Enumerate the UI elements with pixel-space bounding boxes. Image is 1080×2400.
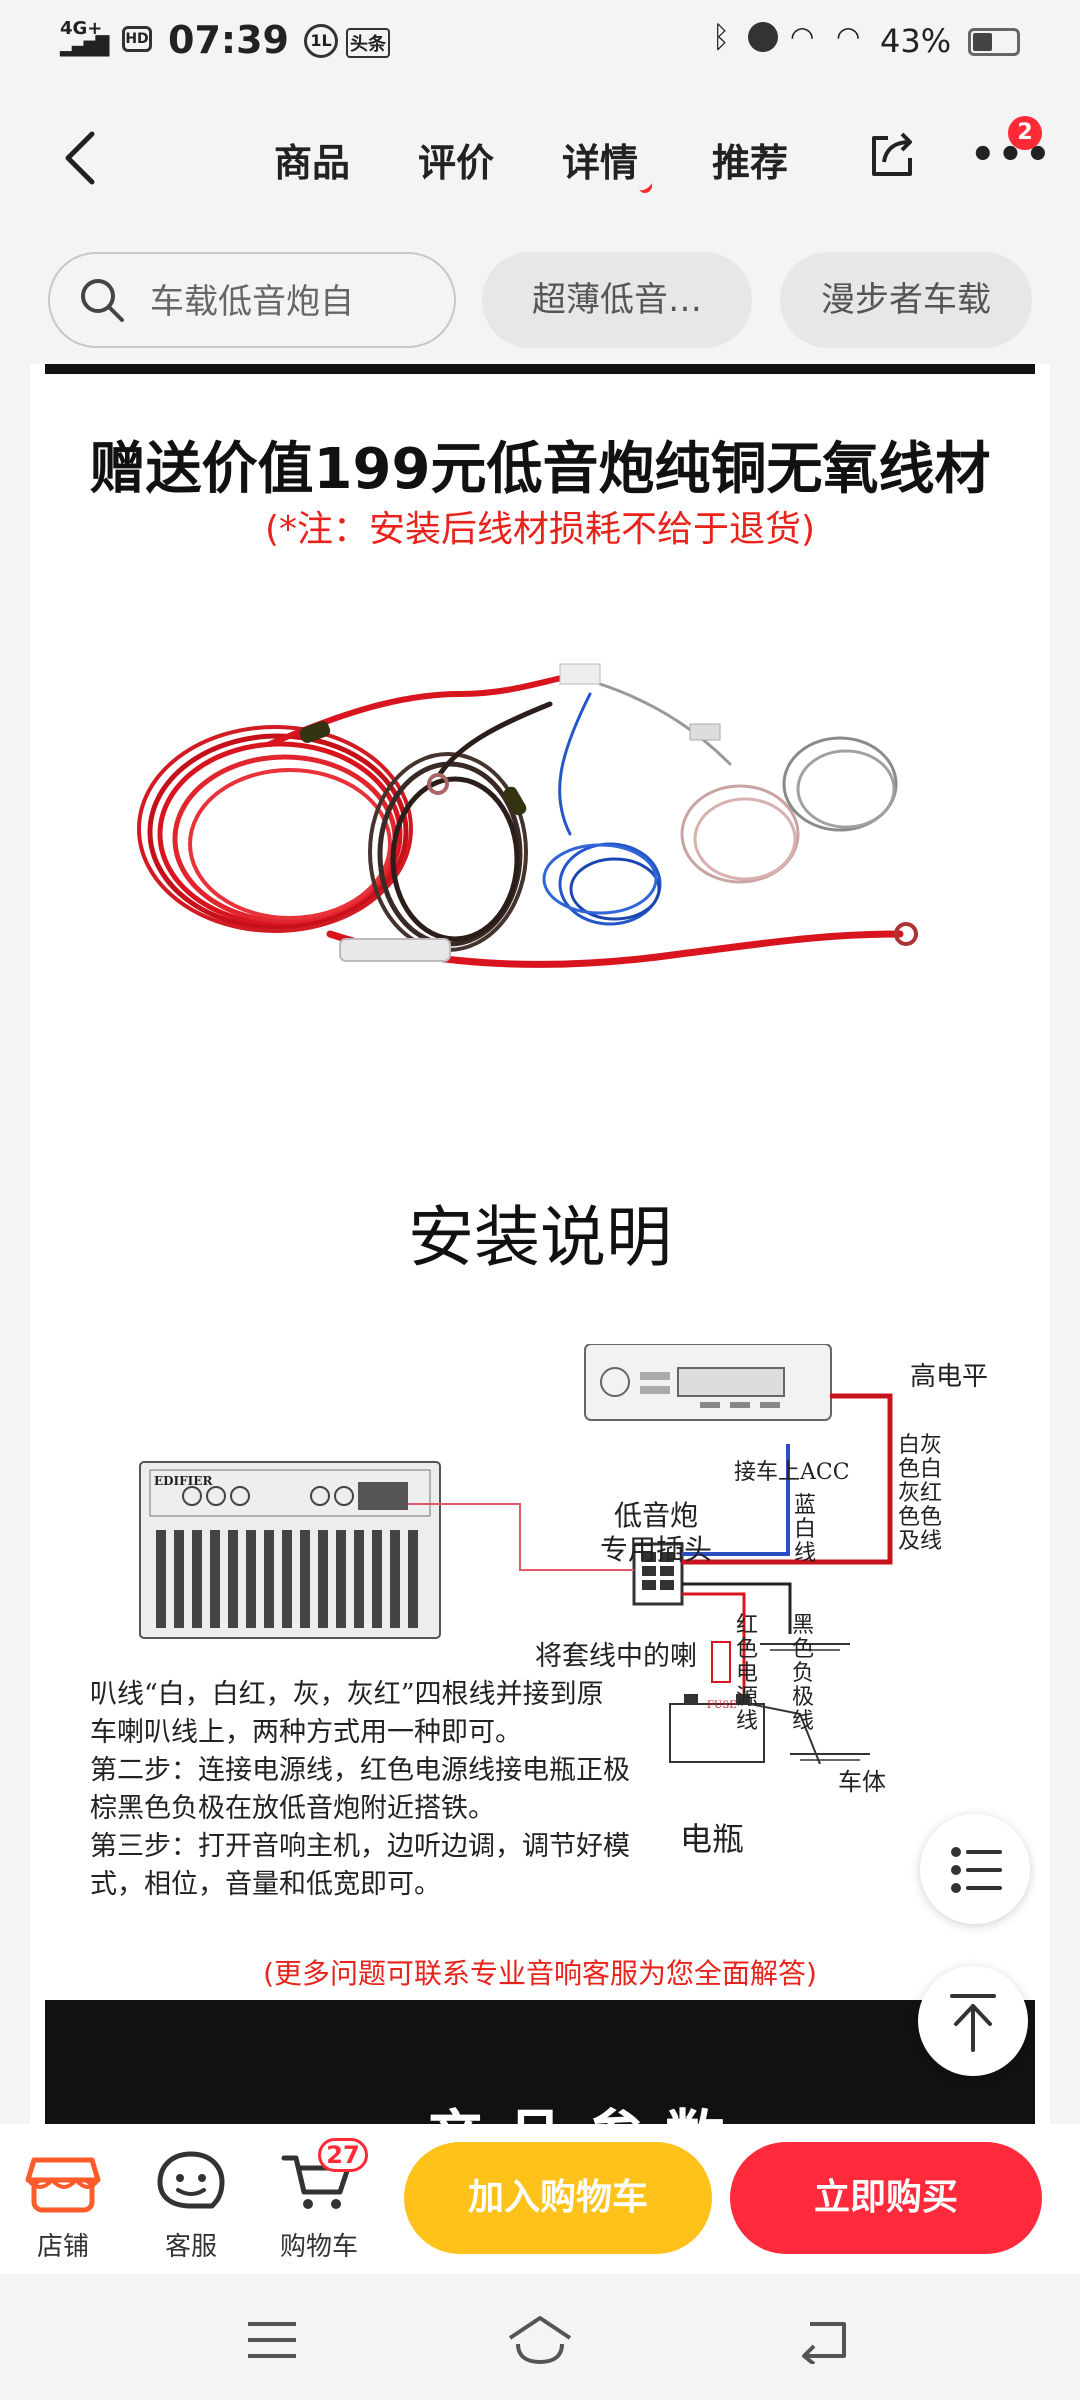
top-nav: 商品 评价 详情 推荐 ••• 2 [0,84,1080,234]
gift-note: (*注：安装后线材损耗不给于退货) [264,509,816,550]
add-to-cart-button[interactable]: 加入购物车 [404,2142,712,2254]
more-questions-note: (更多问题可联系专业音响客服为您全面解答) [263,1957,817,1990]
share-icon[interactable] [866,128,918,180]
label-acc: 接车上ACC [734,1460,850,1485]
service-label: 客服 [164,2232,217,2262]
label-battery: 电瓶 [680,1820,745,1858]
next-section-banner: 产品参数 [45,2000,1035,2124]
label-high-level: 高电平 [910,1362,989,1392]
toutiao-icon: 头条 [346,28,390,58]
section-divider [45,364,1035,374]
chat-smile-icon [157,2151,225,2209]
wifi-icon: ◠ [790,20,815,53]
label-plug-line1: 低音炮 [614,1499,699,1532]
bottom-action-bar: 店铺 客服 购物车 27 加入购物车 立即购买 [0,2124,1080,2274]
step-line: 将套线中的喇 [535,1641,697,1672]
battery-fill [973,33,992,51]
service-button[interactable]: 客服 [146,2144,236,2262]
install-steps: 将套线中的喇 叭线“白，白红，灰，灰红”四根线并接到原 车喇叭线上，两种方式用一… [90,1638,700,1904]
notification-icon: 1L [304,24,338,58]
chip-edifier[interactable]: 漫步者车载 [780,252,1032,348]
arrow-up-icon [950,1994,996,2052]
step-line: 叭线“白，白红，灰，灰红”四根线并接到原 [90,1679,604,1710]
cart-label: 购物车 [279,2232,358,2262]
detail-content: 赠送价值199元低音炮纯铜无氧线材 (*注：安装后线材损耗不给于退货) [30,364,1050,2124]
clock: 07:39 [168,18,289,62]
next-section-title: 产品参数 [425,2090,745,2124]
cart-button[interactable]: 购物车 [274,2144,364,2262]
cart-count-badge: 27 [318,2138,368,2172]
step-line: 第三步：打开音响主机，边听边调，调节好模 [90,1831,630,1862]
home-icon[interactable] [504,2312,576,2368]
label-black-neg: 黑色负极线 [792,1613,815,1734]
back-nav-icon[interactable] [796,2316,852,2364]
label-fuse: FUSE [707,1700,737,1711]
battery-icon [968,28,1020,56]
list-icon [951,1847,1002,1893]
menu-icon[interactable] [244,2318,300,2362]
step-line: 第二步：连接电源线，红色电源线接电瓶正极 [90,1755,630,1786]
network-indicator: 4G+▂▄▆█ [60,18,109,57]
hd-icon: HD [122,26,152,52]
wire-kit-image [137,663,918,968]
system-nav-bar [0,2274,1080,2400]
search-text: 车载低音炮自 [150,282,354,322]
search-row: 车载低音炮自 超薄低音… 漫步者车载 [0,234,1080,364]
step-line: 棕黑色负极在放低音炮附近搭铁。 [90,1793,495,1824]
label-white-gray: 白灰色白灰红色色及线 [898,1433,943,1554]
search-icon [81,279,124,322]
label-car-body: 车体 [838,1768,886,1796]
buy-now-button[interactable]: 立即购买 [730,2142,1042,2254]
battery-percent: 43% [880,22,952,60]
more-badge: 2 [1008,116,1042,150]
store-button[interactable]: 店铺 [18,2144,108,2262]
status-bar: 4G+▂▄▆█ HD 07:39 1L 头条 ᛒ ◠ ◠ 43% [0,0,1080,84]
amp-brand: EDIFIER [154,1474,213,1488]
install-title: 安装说明 [408,1199,672,1276]
alarm-icon [748,22,778,52]
store-label: 店铺 [36,2232,89,2262]
signal-wifi-icon: ◠ [836,20,861,53]
tab-product[interactable]: 商品 [274,141,351,185]
step-line: 车喇叭线上，两种方式用一种即可。 [90,1717,522,1748]
label-plug-line2: 专用插头 [600,1533,713,1566]
back-to-top-button[interactable] [918,1966,1028,2076]
bluetooth-icon: ᛒ [712,20,730,55]
gift-title: 赠送价值199元低音炮纯铜无氧线材 [89,437,991,502]
tab-recommend[interactable]: 推荐 [712,141,789,185]
tab-details[interactable]: 详情 [562,132,638,187]
tab-reviews[interactable]: 评价 [418,141,495,185]
label-blue-white: 蓝白线 [794,1493,817,1566]
step-line: 式，相位，音量和低宽即可。 [90,1869,441,1900]
label-red-power: 红色电源线 [736,1613,759,1734]
search-input[interactable]: 车载低音炮自 [48,252,456,348]
wiring-diagram [139,1344,893,1764]
back-icon[interactable] [60,128,100,188]
catalog-button[interactable] [920,1814,1030,1924]
chip-ultrathin[interactable]: 超薄低音… [482,252,752,348]
store-icon [25,2157,101,2213]
